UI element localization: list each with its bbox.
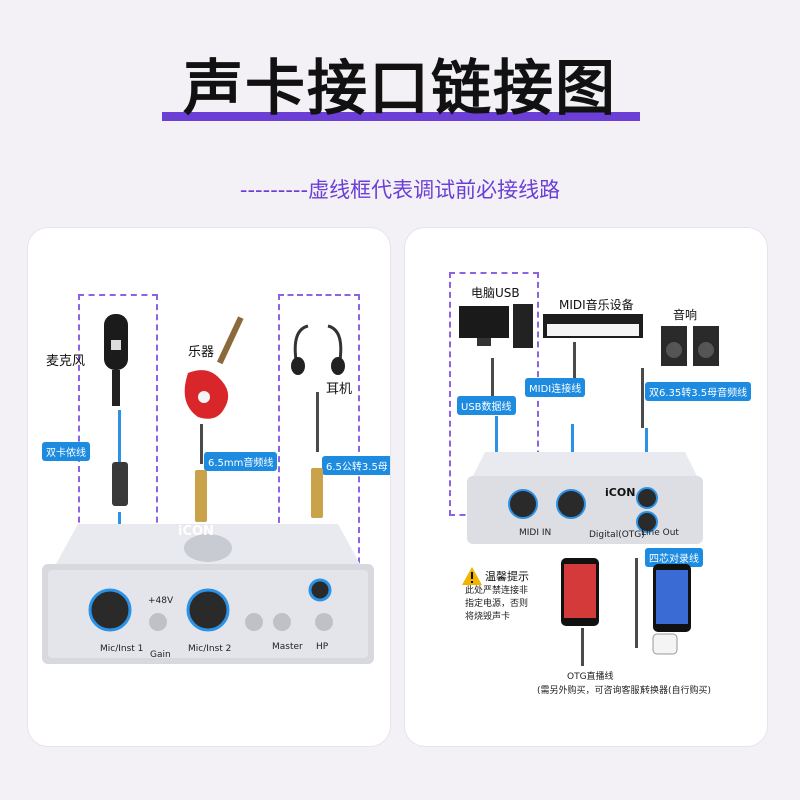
tag-four-core: 四芯对录线 — [645, 548, 703, 567]
sound-card-icon — [467, 452, 703, 544]
midi-keyboard-icon — [543, 314, 643, 338]
tag-usb: USB数据线 — [457, 396, 516, 415]
monitor-icon — [459, 304, 533, 348]
phone-icon — [561, 558, 599, 626]
knob-hp-label: HP — [316, 642, 329, 652]
tag-midi: MIDI连接线 — [525, 378, 586, 397]
warning-text-2: 指定电源，否则 — [465, 599, 529, 609]
tag-speaker: 双6.35转3.5母音频线 — [645, 382, 752, 401]
tag-65-audio: 6.5mm音频线 — [204, 452, 278, 471]
speaker-cable — [641, 368, 644, 428]
mic-cable — [118, 410, 121, 462]
midi-label: MIDI音乐设备 — [559, 298, 634, 312]
earphone-label: 耳机 — [326, 382, 353, 397]
adapter-connector-icon — [311, 468, 323, 518]
otg-label: OTG直播线 — [567, 672, 614, 682]
adapter-icon — [652, 633, 678, 655]
port-mic2-label: Mic/Inst 2 — [188, 644, 232, 654]
knob-master-label: Master — [272, 642, 303, 652]
otg-cable — [581, 628, 584, 666]
instrument-label: 乐器 — [188, 345, 215, 360]
warning-icon — [462, 567, 482, 585]
mic-label: 麦克风 — [46, 354, 86, 369]
sound-card-icon — [42, 524, 374, 664]
otg-note: (需另外购买，可咨询客服) — [537, 686, 644, 696]
card-brand-right: iCON — [605, 486, 636, 499]
port-digital-label: Digital(OTG) — [589, 530, 645, 540]
instrument-cable — [200, 424, 203, 464]
phantom-label: +48V — [148, 596, 174, 606]
tag-65-to-35: 6.5公转3.5母 — [322, 456, 390, 475]
title-underline — [162, 112, 640, 121]
speaker-icon — [661, 326, 719, 366]
port-mic1-label: Mic/Inst 1 — [100, 644, 144, 654]
card-brand-left: iCON — [178, 524, 214, 539]
knob-gain-label: Gain — [150, 650, 171, 660]
right-panel: 电脑USB USB数据线 MIDI音乐设备 MIDI连接线 音响 双6.35转3… — [405, 228, 767, 746]
xlr-connector-icon — [112, 462, 128, 506]
phone-icon — [653, 564, 691, 632]
warning-text-1: 此处严禁连接非 — [465, 586, 529, 596]
earphone-icon — [291, 324, 345, 375]
guitar-icon — [184, 316, 244, 419]
four-core-cable — [635, 558, 638, 648]
pc-label: 电脑USB — [471, 286, 520, 300]
midi-cable — [573, 342, 576, 392]
subtitle-area: ---------虚线框代表调试前必接线路 — [0, 174, 800, 204]
page-subtitle: ---------虚线框代表调试前必接线路 — [239, 178, 561, 202]
warning-text-3: 将烧毁声卡 — [465, 612, 511, 622]
speaker-label: 音响 — [673, 308, 698, 322]
port-midi-label: MIDI IN — [519, 528, 552, 538]
warning-title: 温馨提示 — [485, 570, 529, 583]
adapter-label: 转换器(自行购买) — [641, 686, 712, 696]
earphone-cable — [316, 392, 319, 452]
title-area: 声卡接口链接图 — [0, 40, 800, 127]
jack-connector-icon — [195, 470, 207, 522]
port-lineout-label: Line Out — [641, 528, 679, 538]
microphone-icon — [104, 314, 128, 406]
left-panel: 麦克风 双卡侬线 乐器 6.5mm音频线 耳机 6.5公转3.5母 — [28, 228, 390, 746]
tag-dual-xlr: 双卡侬线 — [42, 442, 90, 461]
usb-cable — [491, 358, 494, 398]
page-title: 声卡接口链接图 — [183, 54, 617, 124]
